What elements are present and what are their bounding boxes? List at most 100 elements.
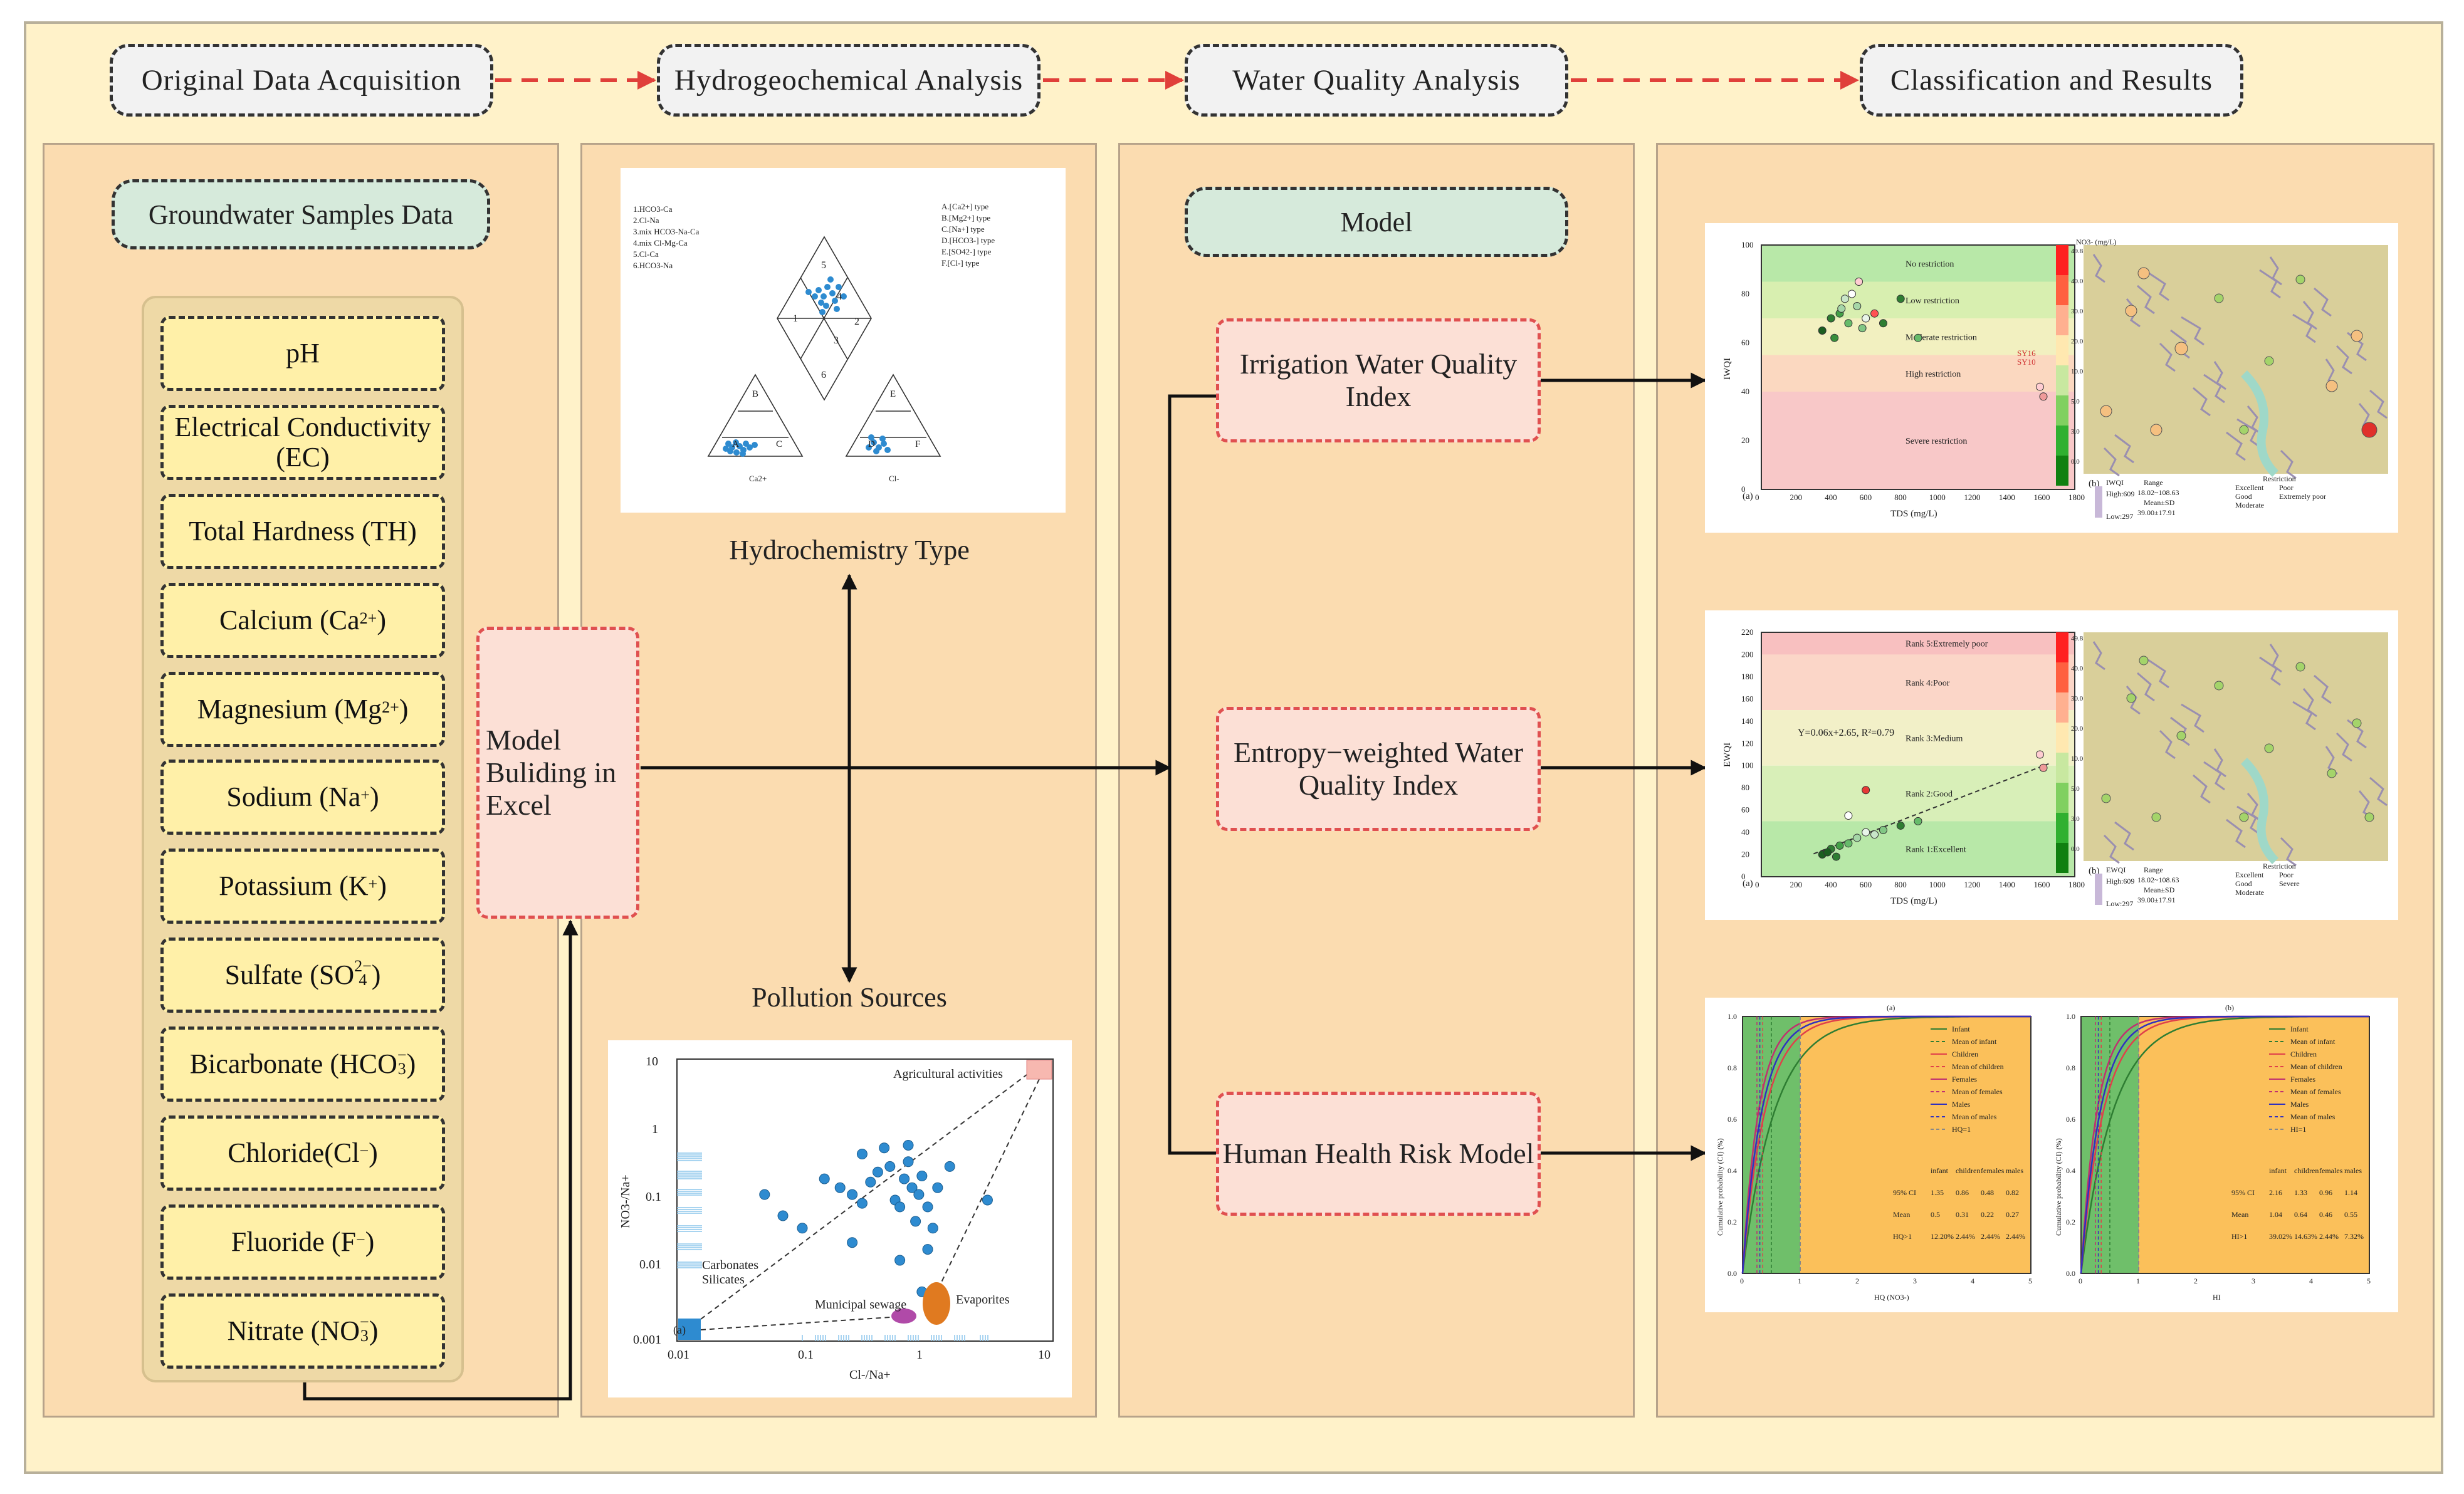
piper-legend-right-4: D.[HCO3-] type <box>941 236 995 245</box>
hr-table-cell: 1.33 <box>2294 1188 2307 1197</box>
hr-xtick: 5 <box>2028 1277 2032 1285</box>
hr-legend-item: Mean of males <box>2290 1112 2336 1121</box>
hr-table-cell: 0.82 <box>2006 1188 2019 1197</box>
ewqi-ytick: 40 <box>1741 827 1749 837</box>
piper-point <box>740 451 746 457</box>
ewqi-map-station <box>2239 812 2249 822</box>
iwqi-map-station <box>2150 424 2163 436</box>
hr-legend-item: Females <box>2290 1075 2315 1084</box>
ewqi-xtick: 200 <box>1790 880 1803 889</box>
hr-ytick: 0.2 <box>2066 1218 2075 1226</box>
ewqi-colorbar-tick: 20.0 <box>2071 725 2084 733</box>
piper-point <box>805 289 812 295</box>
iwqi-ytick: 0 <box>1741 484 1746 494</box>
pollution-panel-label: (a) <box>673 1324 686 1337</box>
hr-xtick: 1 <box>1798 1277 1801 1285</box>
ewqi-map-station <box>2126 693 2136 703</box>
piper-point <box>881 441 887 447</box>
hydrochemistry-type-label: Hydrochemistry Type <box>729 535 970 565</box>
hr-table-cell: 1.14 <box>2344 1188 2357 1197</box>
pollution-point <box>834 1182 846 1193</box>
hr-ytick: 0.0 <box>2066 1269 2075 1278</box>
piper-zone-2: 2 <box>854 316 859 327</box>
hr-ytick: 0.6 <box>1727 1115 1737 1124</box>
hr-table-cell: 7.32% <box>2344 1232 2364 1241</box>
iwqi-ytick: 40 <box>1741 387 1749 396</box>
hr-table-rowlabel: Mean <box>2231 1210 2248 1219</box>
hr-table-rowlabel: Mean <box>1893 1210 1910 1219</box>
piper-point <box>824 284 831 290</box>
ewqi-xtick: 1600 <box>2033 880 2050 889</box>
ewqi-xlabel: TDS (mg/L) <box>1890 896 1937 906</box>
iwqi-map-legend-item: IWQI <box>2106 478 2124 487</box>
ewqi-map-station <box>2214 681 2224 691</box>
label-evaporites: Evaporites <box>956 1293 1010 1307</box>
iwqi-point <box>1862 314 1870 323</box>
ewqi-band-label: Rank 4:Poor <box>1906 679 1950 688</box>
hr-table-cell: 0.22 <box>1981 1210 1994 1219</box>
hr-xtick: 4 <box>2309 1277 2313 1285</box>
iwqi-point <box>1844 319 1853 328</box>
ewqi-point <box>1870 830 1879 839</box>
pollution-point <box>879 1142 890 1154</box>
ewqi-colorbar-tick: 3.0 <box>2071 815 2080 823</box>
pollution-point <box>903 1139 914 1151</box>
ewqi-xtick: 1400 <box>1999 880 2015 889</box>
hr-xtick: 2 <box>2194 1277 2198 1285</box>
piper-legend-left-4: 4.mix Cl-Mg-Ca <box>633 238 688 248</box>
iwqi-xtick: 800 <box>1894 493 1907 502</box>
piper-point <box>832 298 838 304</box>
hr-table-cell: 0.48 <box>1981 1188 1994 1197</box>
piper-zone-3: 3 <box>834 335 839 346</box>
iwqi-point <box>2039 392 2048 401</box>
stage-original-data: Original Data Acquisition <box>110 44 493 117</box>
iwqi-map-legend-item: Poor <box>2279 483 2294 492</box>
pol-xtick-2: 0.1 <box>798 1348 814 1362</box>
piper-point <box>866 444 872 451</box>
ewqi-map-legend-item: Range <box>2144 865 2163 874</box>
pol-ytick-1: 10 <box>646 1055 658 1068</box>
iwqi-colorbar-tick: 5.0 <box>2071 398 2080 405</box>
hr-legend-item: Mean of females <box>1952 1087 2003 1096</box>
hr-ytick: 0.2 <box>1727 1218 1737 1226</box>
iwqi-colorbar-title: NO3- (mg/L) <box>2076 238 2116 246</box>
piper-axis-ca: Ca2+ <box>749 474 767 483</box>
hr-ytick: 0.6 <box>2066 1115 2075 1124</box>
ewqi-map-legend-item: Mean±SD <box>2144 885 2175 894</box>
piper-point <box>841 293 847 300</box>
ewqi-map-station <box>2139 656 2149 666</box>
ewqi-band <box>1761 632 2075 655</box>
hr-table-header: children <box>1956 1166 1980 1175</box>
label-silicates: Silicates <box>702 1273 745 1287</box>
pol-xtick-4: 10 <box>1038 1348 1051 1362</box>
ewqi-band-label: Rank 1:Excellent <box>1906 845 1966 855</box>
ewqi-point <box>1896 821 1905 830</box>
hr-legend-item: HQ=1 <box>1952 1125 1971 1134</box>
hr-legend-item: Females <box>1952 1075 1977 1084</box>
hr-xtick: 0 <box>2079 1277 2082 1285</box>
ewqi-map-legend-item: Poor <box>2279 870 2294 879</box>
hr-xtick: 3 <box>2252 1277 2255 1285</box>
ewqi-xtick: 600 <box>1860 880 1872 889</box>
iwqi-colorbar-tick: 3.0 <box>2071 428 2080 436</box>
ewqi-map-legend-item: 39.00±17.91 <box>2137 896 2176 904</box>
parameter-7: Potassium (K+) <box>160 849 445 924</box>
iwqi-map-legend-item: 18.02~108.63 <box>2137 488 2179 497</box>
cdf-curve <box>2080 1015 2369 1274</box>
iwqi-map-station <box>2351 330 2363 342</box>
iwqi-xtick: 1200 <box>1964 493 1980 502</box>
piper-legend-right-5: E.[SO42-] type <box>941 247 992 256</box>
pollution-sources-label: Pollution Sources <box>752 982 947 1013</box>
end-member-agricultural <box>1026 1060 1052 1080</box>
iwqi-map-legend-item: Low:297 <box>2106 512 2133 521</box>
hr-legend-item: Children <box>2290 1050 2317 1058</box>
iwqi-point <box>1914 333 1922 342</box>
iwqi-band-label: High restriction <box>1906 370 1961 379</box>
hr-legend-item: Males <box>1952 1100 1971 1109</box>
iwqi-map-legend-item: Mean±SD <box>2144 498 2175 507</box>
hr-legend-item: Infant <box>2290 1025 2309 1033</box>
pol-ytick-5: 0.001 <box>633 1333 661 1347</box>
hr-panel-label: (b) <box>2225 1003 2234 1012</box>
ewqi-ytick: 20 <box>1741 850 1749 859</box>
